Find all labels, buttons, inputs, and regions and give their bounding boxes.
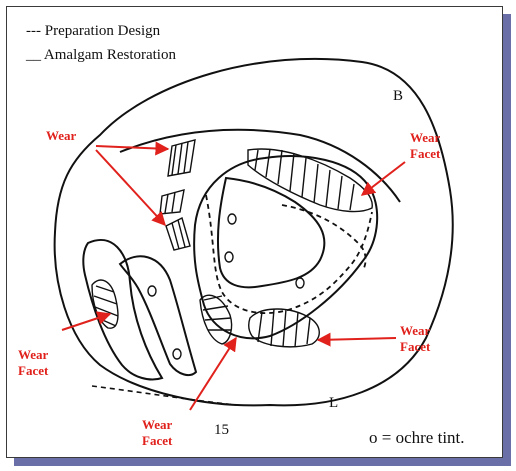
legend-preparation-design: --- Preparation Design	[26, 22, 160, 40]
wear-label: Wear	[46, 128, 76, 144]
wear-facet-line1: Wear	[410, 130, 440, 146]
wear-facet-line2: Facet	[18, 363, 48, 379]
wear-facet-line2: Facet	[142, 433, 172, 449]
wear-facet-label-left: Wear Facet	[18, 347, 48, 379]
wear-facet-line1: Wear	[142, 417, 172, 433]
ochre-tint-note: o = ochre tint.	[369, 428, 465, 448]
buccal-label: B	[393, 88, 403, 105]
wear-facet-label-right: Wear Facet	[400, 323, 430, 355]
wear-facet-label-top-right: Wear Facet	[410, 130, 440, 162]
wear-facet-label-bottom: Wear Facet	[142, 417, 172, 449]
lingual-label: L	[329, 395, 338, 412]
tooth-number-label: 15	[214, 422, 229, 439]
buccal-lingual-line	[92, 386, 236, 405]
legend-amalgam-restoration: __ Amalgam Restoration	[26, 46, 176, 64]
wear-facet-line2: Facet	[410, 146, 440, 162]
wear-facet-hatching	[92, 140, 372, 347]
wear-facet-line2: Facet	[400, 339, 430, 355]
left-groove	[120, 256, 196, 375]
wear-facet-line1: Wear	[400, 323, 430, 339]
central-groove	[218, 178, 324, 287]
preparation-design-line	[206, 195, 372, 313]
cusp-ridge	[120, 130, 400, 202]
wear-facet-line1: Wear	[18, 347, 48, 363]
